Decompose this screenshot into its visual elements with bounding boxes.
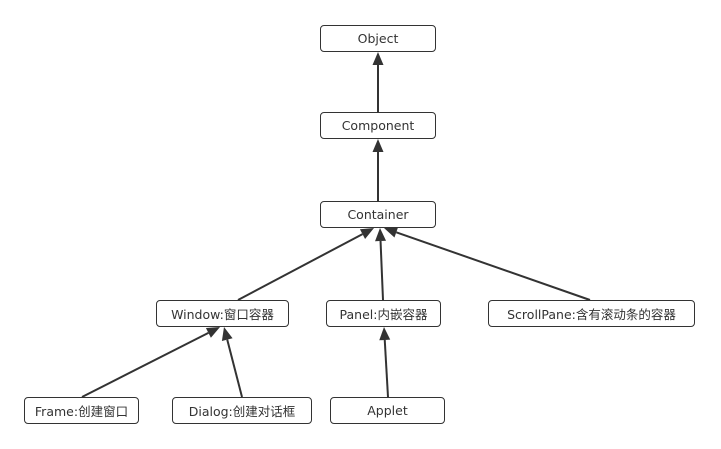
node-component-label: Component: [341, 118, 415, 133]
arrowhead-applet-panel: [379, 327, 391, 341]
arrowhead-window-container: [359, 228, 374, 239]
node-scrollpane: ScrollPane:含有滚动条的容器: [488, 300, 695, 327]
edge-line-window-container: [237, 233, 363, 301]
edge-line-frame-window: [81, 331, 209, 398]
arrow-container-component: [372, 139, 384, 201]
arrow-frame-window: [81, 327, 220, 398]
arrow-scrollpane-container: [384, 227, 591, 301]
node-frame-label: Frame:创建窗口: [34, 404, 129, 419]
arrowhead-component-object: [372, 52, 384, 65]
arrowhead-scrollpane-container: [384, 227, 399, 238]
node-dialog: Dialog:创建对话框: [172, 397, 312, 424]
arrowhead-dialog-window: [221, 327, 233, 341]
node-window: Window:窗口容器: [156, 300, 289, 327]
node-object: Object: [320, 25, 436, 52]
node-applet-label: Applet: [367, 403, 408, 418]
arrowhead-frame-window: [205, 327, 220, 338]
node-dialog-label: Dialog:创建对话框: [188, 404, 296, 419]
edge-line-dialog-window: [226, 339, 243, 398]
arrow-applet-panel: [379, 327, 391, 398]
node-panel: Panel:内嵌容器: [326, 300, 441, 327]
edge-line-scrollpane-container: [395, 231, 591, 301]
arrowhead-panel-container: [375, 228, 387, 242]
node-container-label: Container: [347, 207, 409, 222]
arrow-window-container: [237, 228, 374, 301]
node-object-label: Object: [357, 31, 399, 46]
node-scrollpane-label: ScrollPane:含有滚动条的容器: [507, 307, 676, 322]
arrow-component-object: [372, 52, 384, 112]
arrow-dialog-window: [221, 327, 243, 398]
arrow-panel-container: [375, 228, 387, 301]
node-frame: Frame:创建窗口: [24, 397, 139, 424]
edge-line-applet-panel: [383, 339, 389, 398]
edge-line-panel-container: [379, 240, 384, 301]
node-window-label: Window:窗口容器: [171, 307, 274, 322]
node-container: Container: [320, 201, 436, 228]
node-applet: Applet: [330, 397, 445, 424]
node-panel-label: Panel:内嵌容器: [339, 307, 428, 322]
node-component: Component: [320, 112, 436, 139]
arrowhead-container-component: [372, 139, 384, 152]
